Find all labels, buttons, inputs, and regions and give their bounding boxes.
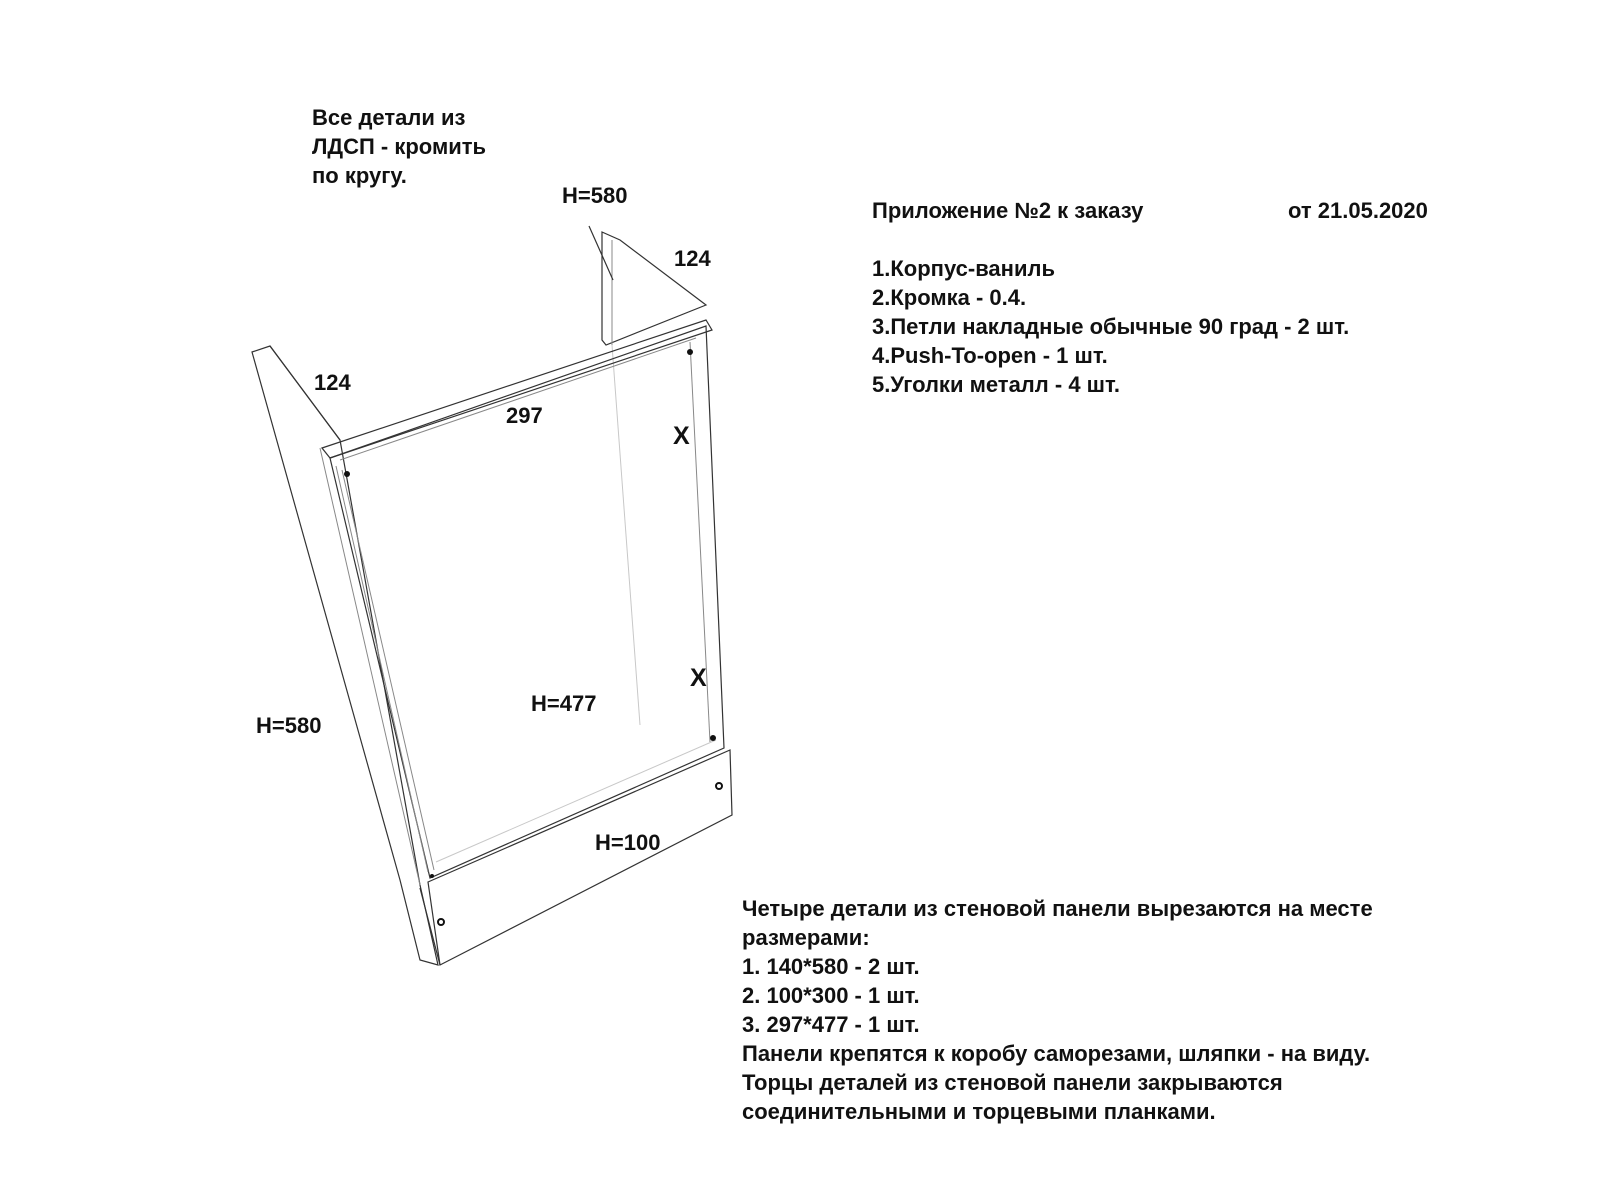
left-side-inner-edge: [319, 447, 421, 886]
plinth-panel: [427, 749, 733, 966]
front-door-panel: [329, 325, 725, 879]
appendix-date: от 21.05.2020: [1288, 198, 1428, 223]
right-side-rear-line: [611, 344, 641, 726]
note-line: Все детали из: [312, 105, 466, 130]
plinth-side: [419, 887, 441, 966]
spec-item: 5.Уголки металл - 4 шт.: [872, 372, 1120, 397]
right-side-panel: [601, 231, 708, 346]
spec-item: 3.Петли накладные обычные 90 град - 2 шт…: [872, 314, 1350, 339]
appendix-title: Приложение №2 к заказу: [872, 198, 1144, 223]
hinge-mark-x: X: [673, 422, 690, 450]
fastener-dot-3: [710, 735, 716, 741]
fastener-dot-4: [430, 874, 434, 878]
wall-panel-note: Четыре детали из стеновой панели вырезаю…: [742, 894, 1373, 1126]
fastener-ring-2: [437, 918, 445, 926]
fastener-dot-2: [687, 349, 693, 355]
wall-note-line: соединительными и торцевыми планками.: [742, 1099, 1216, 1124]
wall-note-line: 3. 297*477 - 1 шт.: [742, 1012, 920, 1037]
note-block: Все детали из ЛДСП - кромить по кругу.: [312, 103, 486, 190]
dim-width-top: 297: [506, 403, 543, 428]
top-rail: [320, 319, 713, 459]
note-line: по кругу.: [312, 163, 407, 188]
dim-h100: H=100: [595, 830, 661, 855]
dim-h477: H=477: [531, 691, 597, 716]
wall-note-line: размерами:: [742, 925, 870, 950]
fastener-ring-1: [715, 782, 723, 790]
spec-item: 4.Push-To-open - 1 шт.: [872, 343, 1108, 368]
hinge-mark-x: X: [690, 664, 707, 692]
door-shelf-line: [435, 739, 717, 863]
fastener-dot-1: [344, 471, 350, 477]
wall-note-line: Четыре детали из стеновой панели вырезаю…: [742, 896, 1373, 921]
dim-depth-left: 124: [314, 370, 351, 395]
spec-item: 1.Корпус-ваниль: [872, 256, 1055, 281]
wall-note-line: 1. 140*580 - 2 шт.: [742, 954, 920, 979]
left-side-front-edge: [269, 345, 341, 441]
door-inner-left: [341, 469, 435, 871]
dim-depth-right: 124: [674, 246, 711, 271]
wall-note-line: 2. 100*300 - 1 шт.: [742, 983, 920, 1008]
wall-note-line: Торцы деталей из стеновой панели закрыва…: [742, 1070, 1283, 1095]
h580-leader: [588, 225, 614, 281]
note-line: ЛДСП - кромить: [312, 134, 487, 159]
spec-list: 1.Корпус-ваниль 2.Кромка - 0.4. 3.Петли …: [872, 254, 1349, 399]
door-inner-right: [689, 341, 711, 743]
door-inner-left-2: [335, 465, 429, 873]
spec-item: 2.Кромка - 0.4.: [872, 285, 1027, 310]
dim-h580-left: H=580: [256, 713, 322, 738]
dim-h580-top: H=580: [562, 183, 628, 208]
wall-note-line: Панели крепятся к коробу саморезами, шля…: [742, 1041, 1371, 1066]
top-rail-inner: [339, 337, 697, 461]
left-side-panel: [251, 345, 439, 966]
